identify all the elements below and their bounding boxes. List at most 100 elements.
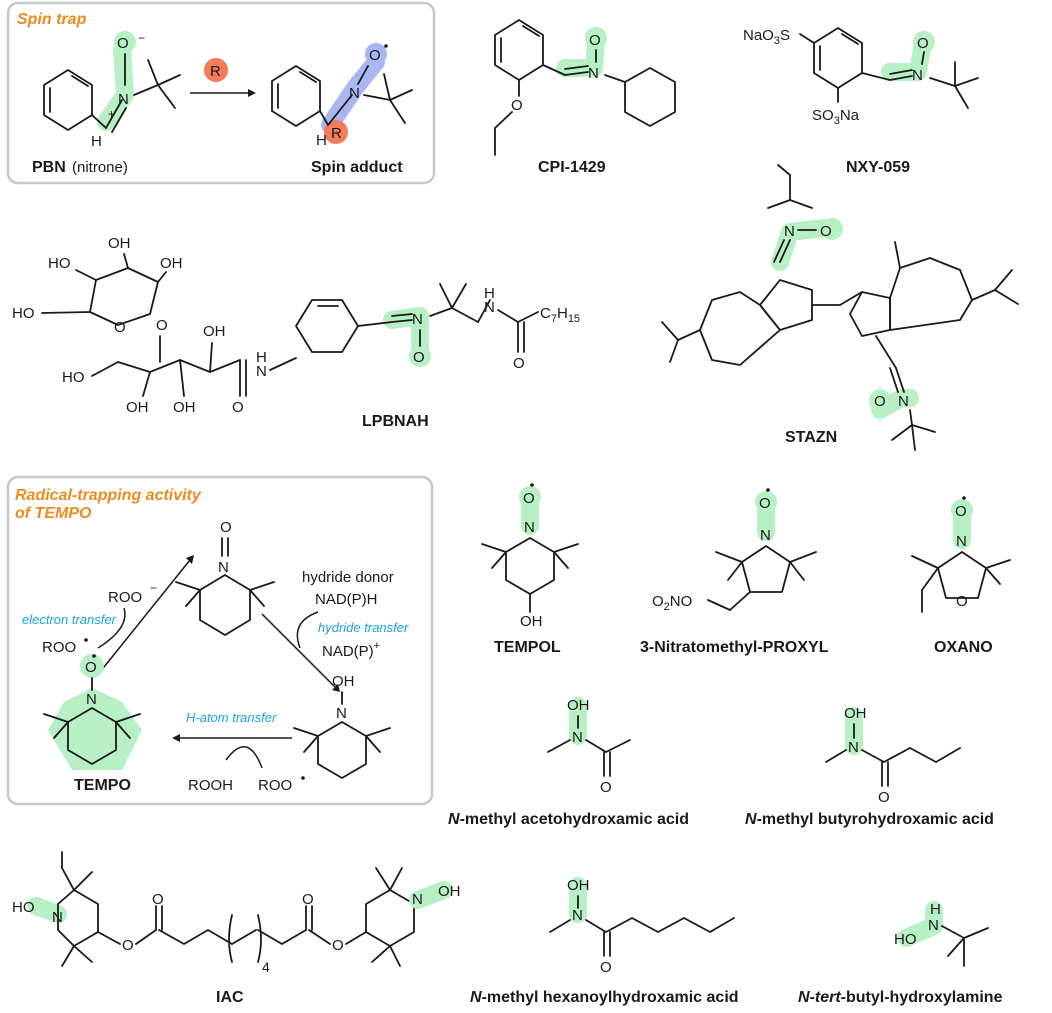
iac-label: IAC bbox=[216, 989, 244, 1006]
lpbnah-amide2-h: H bbox=[484, 285, 495, 302]
adduct-r: R bbox=[331, 125, 342, 142]
svg-text:−: − bbox=[138, 31, 145, 45]
tempo-structure: O N bbox=[43, 654, 142, 770]
tempoh-n: N bbox=[336, 705, 347, 722]
lpbnah-structure: OH HO OH HO O O HO OH OH OH O H N N O bbox=[12, 235, 580, 416]
stazn-structure: N O N O bbox=[661, 164, 1019, 451]
aceto-n: N bbox=[572, 729, 583, 746]
lpbnah-amide-h: H bbox=[256, 349, 267, 366]
hexanoyl-carbonyl-o: O bbox=[600, 959, 612, 976]
iac-subscript-4: 4 bbox=[262, 959, 270, 975]
tempo-o: O bbox=[85, 659, 97, 676]
tbha-ho: HO bbox=[894, 931, 917, 948]
lpbnah-ho2: HO bbox=[48, 255, 71, 272]
hydride-transfer-arrow bbox=[296, 611, 319, 649]
stazn-o2: O bbox=[874, 393, 886, 410]
spin-trap-title: Spin trap bbox=[17, 11, 87, 28]
proxyl-structure: O N O2NO bbox=[652, 488, 817, 613]
oxoammonium-structure: O N bbox=[175, 519, 275, 636]
lpbnah-c7h15: C7H15 bbox=[540, 305, 580, 325]
iac-oh: OH bbox=[438, 883, 461, 900]
lpbnah-oh3: OH bbox=[160, 255, 183, 272]
butyrohydroxamic-structure: OH N O bbox=[825, 705, 961, 806]
cpi-1429-structure: N O O bbox=[494, 19, 676, 156]
tempol-oh: OH bbox=[520, 613, 543, 630]
iac-ho: HO bbox=[12, 899, 35, 916]
electron-transfer-note: electron transfer bbox=[22, 612, 117, 627]
tempol-structure: O N OH bbox=[481, 483, 579, 630]
tempol-label: TEMPOL bbox=[494, 639, 561, 656]
iac-carbonyl-o2: O bbox=[302, 891, 314, 908]
adduct-o: O bbox=[369, 47, 381, 64]
nxy-o: O bbox=[917, 35, 929, 52]
tempo-title-line1: Radical-trapping activity bbox=[15, 487, 202, 504]
nxy-n: N bbox=[912, 67, 923, 84]
stazn-n1: N bbox=[784, 223, 795, 240]
hexanoylhydroxamic-structure: OH N O bbox=[549, 877, 735, 976]
tempo-label: TEMPO bbox=[74, 777, 131, 794]
cpi-n: N bbox=[588, 65, 599, 82]
hexanoylhydroxamic-label: N-methyl hexanoylhydroxamic acid bbox=[470, 989, 739, 1006]
proxyl-n: N bbox=[760, 527, 771, 544]
roo-radical-1: ROO bbox=[42, 639, 76, 656]
lpbnah-oh1: OH bbox=[108, 235, 131, 252]
lpbnah-ho4: HO bbox=[12, 305, 35, 322]
h-atom-curved-arrow bbox=[225, 746, 263, 769]
lpbnah-oh6: OH bbox=[126, 399, 149, 416]
stazn-n2: N bbox=[898, 393, 909, 410]
acetohydroxamic-structure: OH N O bbox=[547, 697, 631, 796]
butyro-oh: OH bbox=[844, 705, 867, 722]
nxy-059-label: NXY-059 bbox=[846, 159, 910, 176]
tempo-panel: Radical-trapping activity of TEMPO O N R… bbox=[6, 475, 434, 806]
hydride-donor: hydride donor bbox=[302, 569, 394, 586]
proxyl-o: O bbox=[759, 495, 771, 512]
tempo-n: N bbox=[86, 691, 97, 708]
oxano-n: N bbox=[956, 533, 967, 550]
h-atom-transfer-note: H-atom transfer bbox=[186, 710, 277, 725]
cpi-ether-o: O bbox=[511, 97, 523, 114]
nxy-naso3s: NaO3S bbox=[743, 27, 790, 47]
iac-n2: N bbox=[412, 891, 423, 908]
spin-trap-panel: Spin trap H N O − + PBN (nitrone) R bbox=[6, 1, 436, 185]
lpbnah-o: O bbox=[413, 349, 425, 366]
stazn-label: STAZN bbox=[785, 429, 837, 446]
rooh: ROOH bbox=[188, 777, 233, 794]
proxyl-o2no: O2NO bbox=[652, 593, 692, 613]
pbn-o: O bbox=[117, 35, 129, 52]
aceto-oh: OH bbox=[567, 697, 590, 714]
adduct-n: N bbox=[349, 85, 360, 102]
oxo-n: N bbox=[218, 559, 229, 576]
oxano-structure: O N O bbox=[911, 496, 1011, 613]
roo-minus: ROO bbox=[108, 589, 142, 606]
nadp-plus: NAD(P)+ bbox=[322, 640, 380, 660]
spin-adduct-structure: H R N O bbox=[271, 43, 413, 149]
lpbnah-ho5: HO bbox=[62, 369, 85, 386]
stazn-o1: O bbox=[820, 223, 832, 240]
tbha-n: N bbox=[928, 917, 939, 934]
iac-structure: HO N O O 4 O O N OH bbox=[12, 851, 461, 975]
lpbnah-carbonyl2-o: O bbox=[513, 355, 525, 372]
svg-text:+: + bbox=[108, 107, 115, 121]
hexanoyl-n: N bbox=[572, 907, 583, 924]
radical-r-circle bbox=[204, 58, 228, 82]
cpi-o: O bbox=[589, 32, 601, 49]
aceto-carbonyl-o: O bbox=[600, 779, 612, 796]
oxidation-arrow bbox=[99, 559, 191, 673]
reduction-arrow bbox=[261, 613, 337, 689]
tempol-n: N bbox=[524, 519, 535, 536]
iac-ester-o1: O bbox=[122, 937, 134, 954]
nxy-059-structure: NaO3S SO3Na N O bbox=[743, 27, 979, 127]
pbn-structure: H N O − + bbox=[43, 31, 181, 150]
cpi-1429-label: CPI-1429 bbox=[538, 159, 606, 176]
pbn-h: H bbox=[91, 133, 102, 150]
oxano-ring-o: O bbox=[956, 593, 968, 610]
tempo-h-structure: OH N bbox=[293, 673, 391, 779]
roo-radical-2: ROO bbox=[258, 777, 292, 794]
lpbnah-n: N bbox=[412, 311, 423, 328]
oxano-label: OXANO bbox=[934, 639, 993, 656]
adduct-h: H bbox=[316, 132, 327, 149]
tempol-o: O bbox=[523, 490, 535, 507]
tbha-h: H bbox=[930, 901, 941, 918]
oxano-o: O bbox=[955, 503, 967, 520]
lpbnah-label: LPBNAH bbox=[362, 413, 429, 430]
